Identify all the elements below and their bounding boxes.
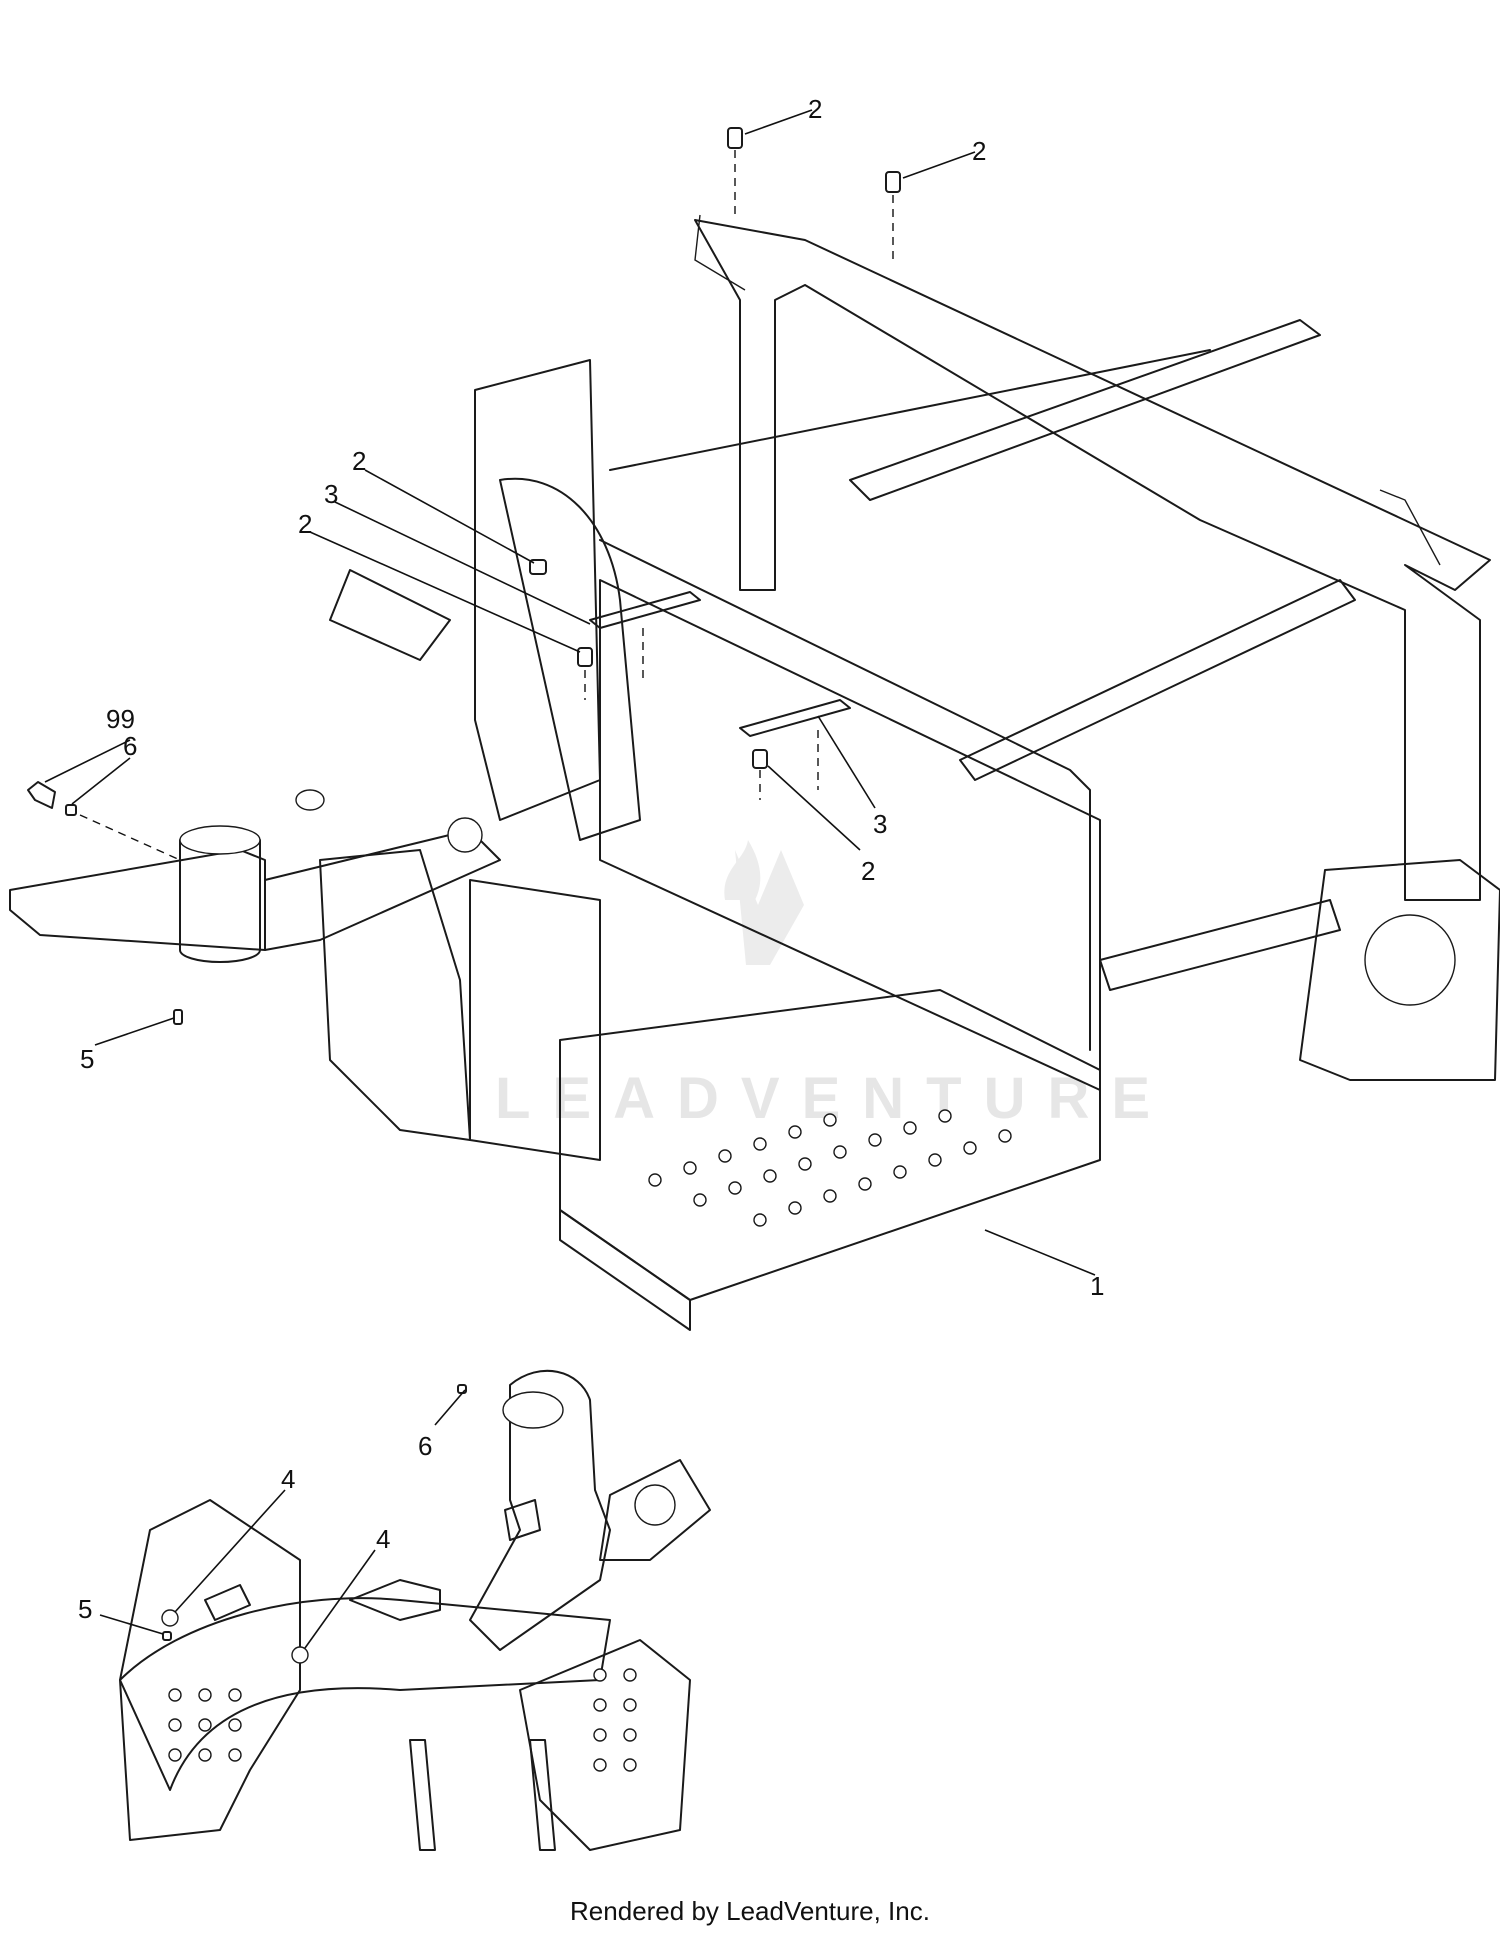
- center-frame: [599, 579, 1101, 1091]
- watermark-logo: [735, 850, 804, 965]
- foot-deck: [559, 989, 1101, 1301]
- frame-assembly: [9, 214, 1500, 1331]
- left-panel-holes: [168, 1688, 242, 1762]
- roll-bar: [694, 219, 1491, 901]
- watermark-text: LEADVENTURE: [495, 1066, 1172, 1131]
- foot-deck-holes: [648, 1109, 1012, 1227]
- bushing-2-d: [577, 647, 593, 667]
- fitting-6-upper: [65, 804, 77, 816]
- left-boss: [447, 817, 483, 853]
- callout-3-left: 3: [324, 479, 338, 509]
- right-side-rail: [959, 579, 1356, 781]
- callout-4-left: 4: [281, 1464, 295, 1494]
- pivot-tube: [179, 839, 261, 963]
- callout-2-left-lower: 2: [298, 509, 312, 539]
- rear-bumper-block: [1299, 859, 1500, 1081]
- callout-3-center: 3: [873, 809, 887, 839]
- bushing-2-e: [752, 749, 768, 769]
- callout-5-lower: 5: [78, 1594, 92, 1624]
- rear-crossbar: [1099, 899, 1341, 991]
- cap-99: [27, 781, 56, 809]
- pad-3-a: [589, 591, 701, 629]
- bushing-2-b: [885, 171, 901, 193]
- callout-labels: 2 2 2 3 2 99 6 5 3 2 1 6 4 4 5: [78, 94, 1104, 1624]
- bushing-4-left: [161, 1609, 179, 1627]
- foot-deck-edge: [559, 1209, 691, 1331]
- right-panel-holes: [593, 1668, 637, 1772]
- axle-leg-right: [529, 1739, 556, 1851]
- bushing-4-right: [291, 1646, 309, 1664]
- pivot-arm: [264, 829, 501, 951]
- front-axle-assembly: [119, 1369, 711, 1851]
- axle-stub: [504, 1499, 541, 1541]
- left-panel: [469, 879, 601, 1161]
- pivot-pin-assembly: [161, 1584, 309, 1664]
- watermark-flame: [724, 840, 761, 900]
- axle-bracket: [599, 1459, 711, 1561]
- render-credit: Rendered by LeadVenture, Inc.: [570, 1896, 930, 1926]
- hardware: [27, 127, 901, 1025]
- callout-2-top-left: 2: [808, 94, 822, 124]
- callout-2-center: 2: [861, 856, 875, 886]
- axle-upright: [469, 1369, 611, 1651]
- axle-crossbar: [119, 1597, 611, 1791]
- axle-pivot-opening: [502, 1391, 564, 1429]
- fitting-6-lower: [457, 1384, 467, 1394]
- callout-4-right: 4: [376, 1524, 390, 1554]
- left-side-panel: [119, 1499, 301, 1841]
- axle-bracket-center: [349, 1579, 441, 1621]
- callout-1: 1: [1090, 1271, 1104, 1301]
- fitting-5-lower: [162, 1631, 172, 1641]
- rear-cross-rail: [849, 319, 1321, 501]
- bushing-2-c: [529, 559, 547, 575]
- callout-99: 99: [106, 704, 135, 734]
- control-bracket: [329, 569, 451, 661]
- callout-2-top-right: 2: [972, 136, 986, 166]
- left-side-plate: [474, 359, 601, 821]
- roll-bar-bracket: [694, 214, 746, 291]
- watermark: LEADVENTURE: [495, 840, 1172, 1131]
- bushing-2-a: [727, 127, 743, 149]
- left-pivot-plate: [9, 849, 266, 951]
- pad-3-b: [739, 699, 851, 737]
- right-side-panel: [519, 1639, 691, 1851]
- axle-leg-left: [409, 1739, 436, 1851]
- callout-6-lower: 6: [418, 1431, 432, 1461]
- pivot-tube-opening: [179, 825, 261, 855]
- left-fender-plate: [499, 477, 641, 841]
- cross-rail-upper: [609, 349, 1211, 471]
- callout-2-left-upper: 2: [352, 446, 366, 476]
- fitting-5-upper: [173, 1009, 183, 1025]
- callout-5-upper: 5: [80, 1044, 94, 1074]
- axle-bracket-hole: [634, 1484, 676, 1526]
- callout-leaders: [44, 109, 1096, 1649]
- roll-bar-bend: [1379, 489, 1441, 566]
- center-frame-top: [599, 539, 1091, 1051]
- bumper-hole: [1364, 914, 1456, 1006]
- pivot-arm-boss: [295, 789, 325, 811]
- callout-6-upper: 6: [123, 731, 137, 761]
- left-lower-body: [319, 849, 471, 1141]
